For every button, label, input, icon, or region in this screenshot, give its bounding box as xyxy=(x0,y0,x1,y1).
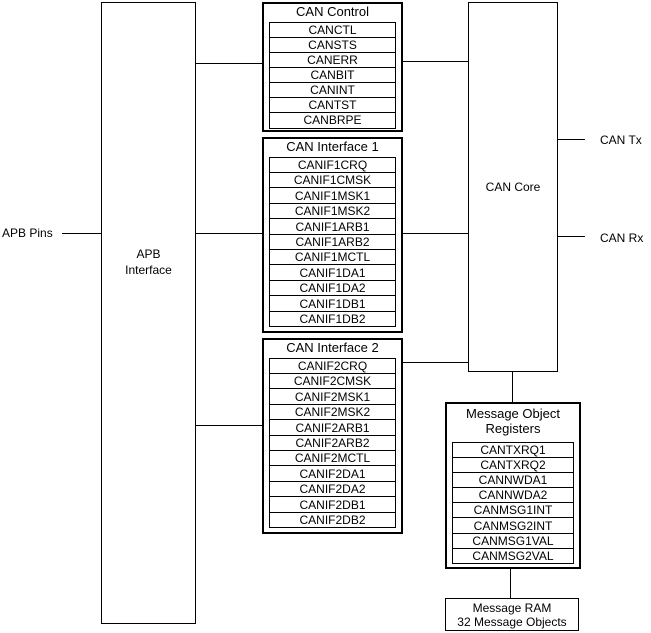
can-rx-label: CAN Rx xyxy=(600,231,644,245)
register-canif1msk1: CANIF1MSK1 xyxy=(270,189,395,204)
message-ram-line1: Message RAM xyxy=(472,601,552,615)
register-cantxrq2: CANTXRQ2 xyxy=(453,458,573,474)
can-control-register-list: CANCTL CANSTS CANERR CANBIT CANINT CANTS… xyxy=(269,22,396,129)
register-canif2da1: CANIF2DA1 xyxy=(270,467,395,482)
apb-interface-label-line1: APB xyxy=(136,247,161,261)
register-canmsg2int: CANMSG2INT xyxy=(453,519,573,534)
register-canint: CANINT xyxy=(270,83,395,98)
register-canif1db1: CANIF1DB1 xyxy=(270,297,395,312)
register-cannwda1: CANNWDA1 xyxy=(453,473,573,489)
can-core-label: CAN Core xyxy=(485,180,541,194)
message-ram-block: Message RAM 32 Message Objects xyxy=(445,598,579,631)
can-interface-1-block: CAN Interface 1 CANIF1CRQ CANIF1CMSK CAN… xyxy=(262,137,403,333)
apb-pins-line xyxy=(62,233,101,234)
message-object-title-line2: Registers xyxy=(485,421,541,436)
apb-to-control-line xyxy=(195,63,263,64)
message-ram-line2: 32 Message Objects xyxy=(457,615,567,629)
apb-to-if1-line xyxy=(195,233,263,234)
apb-pins-label: APB Pins xyxy=(2,226,53,240)
register-canmsg1int: CANMSG1INT xyxy=(453,503,573,519)
can-tx-line xyxy=(557,139,585,140)
register-canif2msk1: CANIF2MSK1 xyxy=(270,390,395,405)
message-object-title-line1: Message Object xyxy=(466,406,560,421)
register-canif2db1: CANIF2DB1 xyxy=(270,498,395,513)
can-tx-label: CAN Tx xyxy=(600,133,642,147)
can-interface-2-register-list: CANIF2CRQ CANIF2CMSK CANIF2MSK1 CANIF2MS… xyxy=(269,358,396,528)
apb-interface-label-line2: Interface xyxy=(125,263,172,277)
if1-to-core-line xyxy=(402,233,469,234)
register-canif2crq: CANIF2CRQ xyxy=(270,359,395,374)
register-canif2da2: CANIF2DA2 xyxy=(270,482,395,498)
can-core-block: CAN Core xyxy=(468,2,558,372)
apb-interface-block: APB Interface xyxy=(101,2,196,624)
apb-to-if2-line xyxy=(195,425,263,426)
can-interface-2-title: CAN Interface 2 xyxy=(286,340,379,355)
register-cannwda2: CANNWDA2 xyxy=(453,488,573,504)
control-to-core-line xyxy=(402,61,469,62)
core-to-msgobj-line xyxy=(512,371,513,402)
register-canif1cmsk: CANIF1CMSK xyxy=(270,173,395,189)
register-cantxrq1: CANTXRQ1 xyxy=(453,443,573,458)
if2-to-core-line xyxy=(402,362,469,363)
register-canif1arb1: CANIF1ARB1 xyxy=(270,220,395,235)
register-canif2arb1: CANIF2ARB1 xyxy=(270,421,395,436)
can-control-title: CAN Control xyxy=(296,4,369,19)
register-canif1db2: CANIF1DB2 xyxy=(299,312,366,326)
message-object-registers-block: Message Object Registers CANTXRQ1 CANTXR… xyxy=(445,402,581,569)
register-canif2arb2: CANIF2ARB2 xyxy=(270,436,395,451)
register-cansts: CANSTS xyxy=(270,38,395,53)
register-canctl: CANCTL xyxy=(270,23,395,38)
register-canif1arb2: CANIF1ARB2 xyxy=(270,235,395,250)
register-cantst: CANTST xyxy=(270,98,395,113)
register-canif1da1: CANIF1DA1 xyxy=(270,266,395,281)
register-canif2mctl: CANIF2MCTL xyxy=(270,451,395,467)
message-object-register-list: CANTXRQ1 CANTXRQ2 CANNWDA1 CANNWDA2 CANM… xyxy=(452,442,574,564)
register-canif1msk2: CANIF1MSK2 xyxy=(270,204,395,220)
register-canif1da2: CANIF1DA2 xyxy=(270,281,395,297)
register-canif2db2: CANIF2DB2 xyxy=(299,513,366,527)
can-interface-1-register-list: CANIF1CRQ CANIF1CMSK CANIF1MSK1 CANIF1MS… xyxy=(269,157,396,327)
register-canerr: CANERR xyxy=(270,53,395,68)
can-control-block: CAN Control CANCTL CANSTS CANERR CANBIT … xyxy=(262,2,403,132)
register-canif2msk2: CANIF2MSK2 xyxy=(270,405,395,421)
register-canif1crq: CANIF1CRQ xyxy=(270,158,395,173)
register-canbit: CANBIT xyxy=(270,68,395,83)
register-canif1mctl: CANIF1MCTL xyxy=(270,250,395,266)
can-interface-1-title: CAN Interface 1 xyxy=(286,139,379,154)
register-canif2cmsk: CANIF2CMSK xyxy=(270,374,395,390)
msgobj-to-ram-line xyxy=(510,568,511,598)
can-interface-2-block: CAN Interface 2 CANIF2CRQ CANIF2CMSK CAN… xyxy=(262,338,403,534)
register-canmsg2val: CANMSG2VAL xyxy=(472,548,554,563)
register-canmsg1val: CANMSG1VAL xyxy=(453,534,573,549)
register-canbrpe: CANBRPE xyxy=(303,113,362,127)
can-rx-line xyxy=(557,236,585,237)
